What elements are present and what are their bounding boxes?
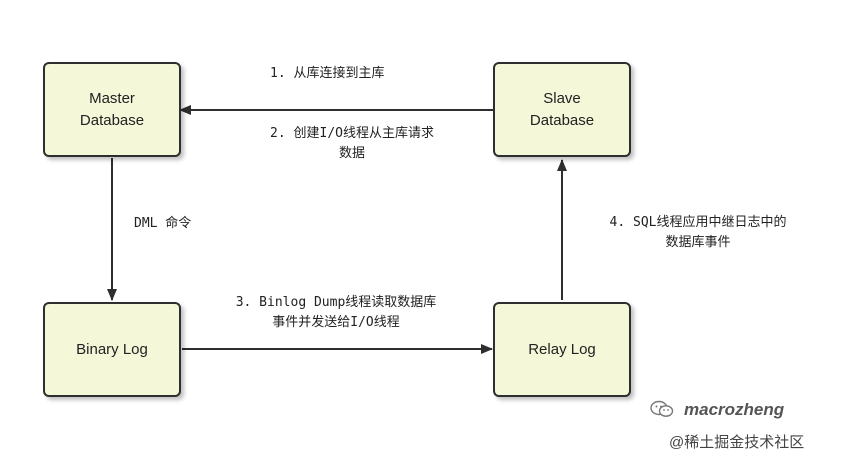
edge-label-connect-text: 1. 从库连接到主库	[270, 66, 385, 81]
node-binary-log-label: Binary Log	[76, 340, 148, 358]
node-binary-log: Binary Log	[43, 302, 181, 397]
edge-label-binlog-dump: 3. Binlog Dump线程读取数据库 事件并发送给I/O线程	[205, 293, 467, 333]
edge-label-io-thread-line1: 2. 创建I/O线程从主库请求	[270, 126, 434, 141]
node-slave-line1: Slave	[543, 89, 581, 107]
wechat-icon	[650, 400, 674, 417]
edge-label-connect: 1. 从库连接到主库	[270, 64, 384, 84]
edge-label-dml-text: DML 命令	[134, 216, 192, 231]
edge-label-sql-thread-line1: 4. SQL线程应用中继日志中的	[609, 215, 787, 230]
edge-label-binlog-dump-line1: 3. Binlog Dump线程读取数据库	[235, 295, 437, 310]
node-master-line1: Master	[89, 89, 135, 107]
edge-label-io-thread-line2: 数据	[338, 146, 365, 161]
edge-label-sql-thread-line2: 数据库事件	[665, 235, 731, 250]
edge-label-io-thread: 2. 创建I/O线程从主库请求 数据	[236, 124, 468, 164]
watermark-site: @稀土掘金技术社区	[669, 434, 805, 451]
node-slave-database: Slave Database	[493, 62, 631, 157]
edge-label-sql-thread: 4. SQL线程应用中继日志中的 数据库事件	[582, 213, 814, 253]
node-relay-log-label: Relay Log	[528, 340, 596, 358]
node-relay-log: Relay Log	[493, 302, 631, 397]
edge-label-dml: DML 命令	[134, 214, 191, 234]
node-slave-line2: Database	[529, 111, 595, 129]
watermark-author: macrozheng	[684, 400, 785, 419]
node-master-line2: Database	[79, 111, 145, 129]
edge-label-binlog-dump-line2: 事件并发送给I/O线程	[272, 315, 400, 330]
node-master-database: Master Database	[43, 62, 181, 157]
